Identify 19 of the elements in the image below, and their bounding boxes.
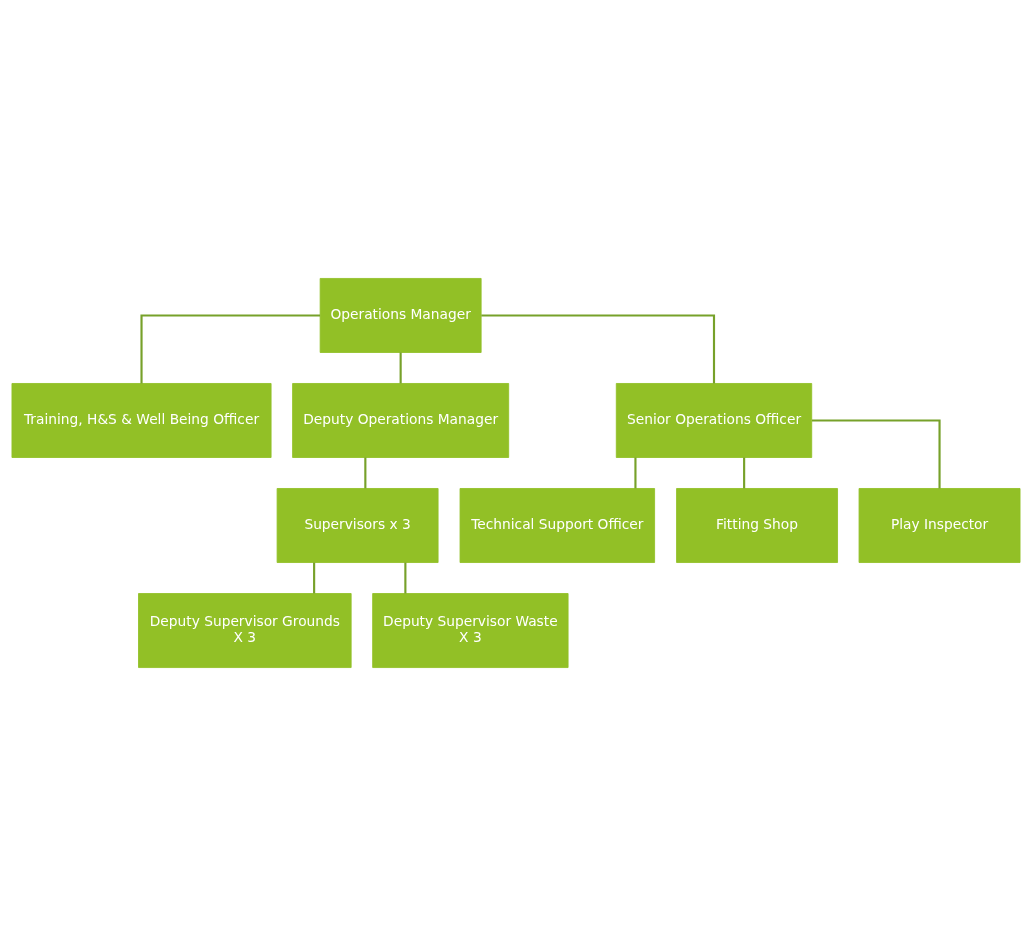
node-box: Operations Manager xyxy=(319,277,482,353)
node-box: Deputy Supervisor Waste X 3 xyxy=(372,592,569,668)
node-box: Senior Operations Officer xyxy=(615,382,813,458)
connector xyxy=(811,418,941,488)
connector xyxy=(140,313,321,383)
connector xyxy=(399,352,402,383)
node-box: Deputy Supervisor Grounds X 3 xyxy=(138,592,352,668)
connector xyxy=(364,457,367,488)
node-box: Play Inspector xyxy=(858,487,1021,563)
connector xyxy=(404,562,407,593)
connector xyxy=(481,313,716,383)
node-box: Training, H&S & Well Being Officer xyxy=(11,382,272,458)
node-box: Fitting Shop xyxy=(676,487,838,563)
connector xyxy=(743,457,746,488)
connector xyxy=(313,562,316,593)
node-box: Deputy Operations Manager xyxy=(292,382,510,458)
node-box: Supervisors x 3 xyxy=(276,487,439,563)
node-box: Technical Support Officer xyxy=(459,487,656,563)
connector xyxy=(634,457,637,488)
